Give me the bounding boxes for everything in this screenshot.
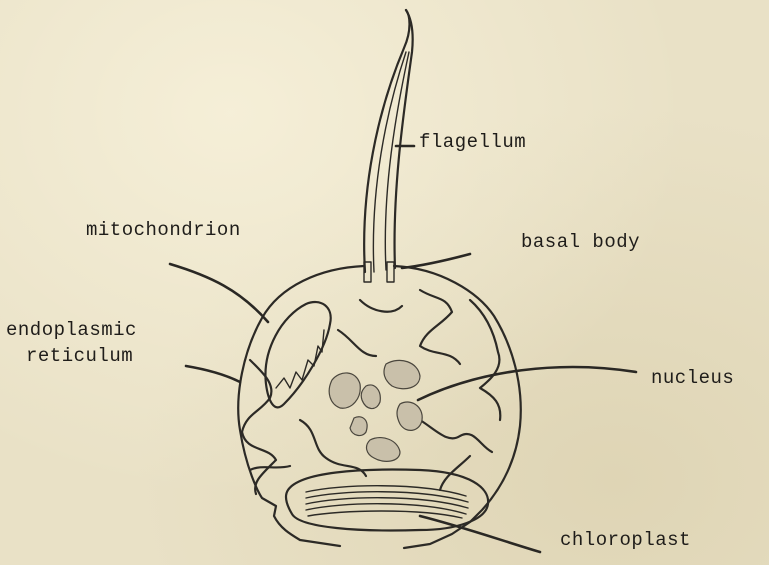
leader-basal-body bbox=[402, 254, 470, 268]
label-basal-body: basal body bbox=[521, 230, 640, 254]
leader-mitochondrion bbox=[170, 264, 268, 322]
label-er-line2: reticulum bbox=[26, 344, 133, 368]
nucleus bbox=[329, 360, 422, 461]
label-mitochondrion: mitochondrion bbox=[86, 218, 241, 242]
label-er-line1: endoplasmic bbox=[6, 318, 137, 342]
basal-body bbox=[364, 262, 394, 282]
leader-er bbox=[186, 366, 240, 382]
label-nucleus: nucleus bbox=[651, 366, 734, 390]
chloroplast bbox=[286, 470, 488, 531]
label-chloroplast: chloroplast bbox=[560, 528, 691, 552]
label-flagellum: flagellum bbox=[419, 130, 526, 154]
flagellum bbox=[364, 10, 412, 272]
leader-chloroplast bbox=[420, 516, 540, 552]
leader-nucleus bbox=[418, 367, 636, 400]
mitochondrion bbox=[265, 302, 330, 407]
